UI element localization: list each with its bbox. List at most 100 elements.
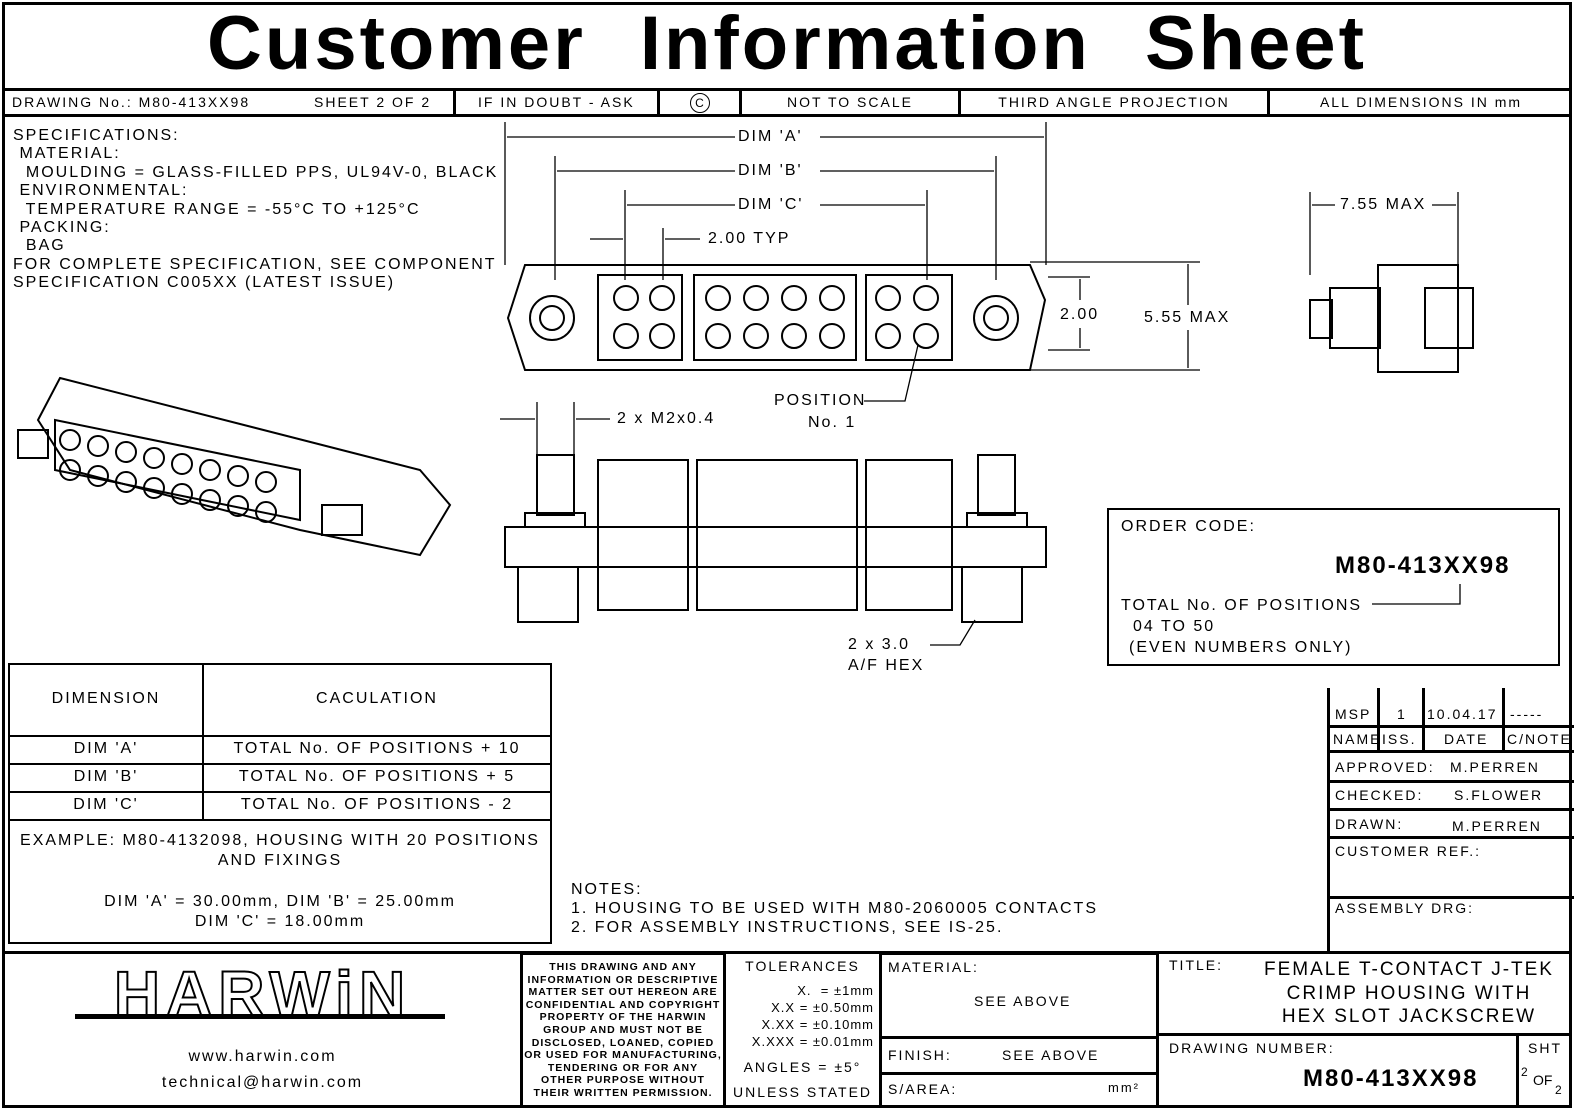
pitch-label: 2.00 TYP	[708, 230, 791, 247]
material-box: MATERIAL: SEE ABOVE FINISH: SEE ABOVE S/…	[879, 952, 1159, 1108]
tolerance-values: X. = ±1mm X.X = ±0.50mm X.XX = ±0.10mm X…	[751, 983, 874, 1049]
spec-line: ENVIRONMENTAL:	[13, 182, 189, 200]
notes-heading: NOTES:	[571, 881, 643, 898]
drawn-label: DRAWN:	[1335, 816, 1404, 832]
scale-cell: NOT TO SCALE	[742, 88, 961, 117]
checked-label: CHECKED:	[1335, 787, 1424, 803]
order-code-value: M80-413XX98	[1335, 552, 1511, 579]
title-label: TITLE:	[1169, 957, 1224, 973]
drawing-number-value: M80-413XX98	[1303, 1065, 1479, 1092]
assembly-drg-label: ASSEMBLY DRG:	[1335, 900, 1475, 916]
copyright-icon: C	[689, 93, 710, 113]
spec-line: MOULDING = GLASS-FILLED PPS, UL94V-0, BL…	[13, 163, 499, 181]
approved-label: APPROVED:	[1335, 759, 1435, 775]
sheet-number: SHEET 2 OF 2	[314, 94, 432, 110]
front-view	[506, 264, 1047, 371]
website-link[interactable]: www.harwin.com	[188, 1048, 337, 1065]
harwin-logo: HARWiN	[113, 958, 412, 1030]
table-cell: TOTAL No. OF POSITIONS - 2	[240, 796, 514, 813]
dim-b-label: DIM 'B'	[738, 162, 803, 179]
drawing-number-cell: DRAWING No.: M80-413XX98 SHEET 2 OF 2	[2, 88, 456, 117]
sheet-of: OF	[1533, 1072, 1553, 1088]
copyright-cell: C	[660, 88, 742, 117]
table-cell: TOTAL No. OF POSITIONS + 10	[233, 740, 521, 757]
customer-ref-label: CUSTOMER REF.:	[1335, 843, 1481, 859]
row-pitch-label: 2.00	[1060, 306, 1100, 323]
example-line: DIM 'A' = 30.00mm, DIM 'B' = 25.00mm	[104, 893, 456, 910]
hex-label: 2 x 3.0	[848, 636, 911, 653]
spec-line: PACKING:	[13, 218, 111, 236]
surface-area-label: S/AREA:	[888, 1081, 958, 1097]
hex-af-label: A/F HEX	[848, 657, 925, 674]
rev-header-cnote: C/NOTE	[1507, 731, 1572, 747]
sheet-current: 2	[1521, 1065, 1528, 1079]
order-positions-range: 04 TO 50	[1133, 618, 1216, 635]
order-code-label: ORDER CODE:	[1121, 518, 1256, 535]
drawing-number-label: DRAWING NUMBER:	[1169, 1040, 1335, 1056]
logo-underline	[75, 1014, 445, 1019]
order-code-box: ORDER CODE: M80-413XX98 TOTAL No. OF POS…	[1107, 508, 1560, 666]
order-positions-label: TOTAL No. OF POSITIONS	[1121, 597, 1363, 614]
order-positions-note: (EVEN NUMBERS ONLY)	[1129, 639, 1353, 656]
dimension-table: DIMENSION CACULATION DIM 'A' TOTAL No. O…	[8, 663, 552, 944]
spec-line: SPECIFICATIONS:	[13, 127, 180, 144]
surface-area-unit: mm²	[1108, 1080, 1140, 1095]
table-cell: TOTAL No. OF POSITIONS + 5	[238, 768, 516, 785]
column-header-calculation: CACULATION	[316, 690, 438, 707]
rev-header-name: NAME	[1333, 731, 1382, 747]
isometric-view	[17, 376, 452, 557]
rev-name: MSP	[1335, 706, 1372, 722]
email-link[interactable]: technical@harwin.com	[161, 1074, 364, 1091]
example-line: EXAMPLE: M80-4132098, HOUSING WITH 20 PO…	[20, 832, 540, 849]
spec-line: FOR COMPLETE SPECIFICATION, SEE COMPONEN…	[13, 255, 497, 273]
screw-label: 2 x M2x0.4	[617, 410, 716, 427]
bottom-view	[504, 454, 1047, 623]
specifications: SPECIFICATIONS: MATERIAL: MOULDING = GLA…	[13, 127, 498, 293]
dimension-lines	[500, 122, 1461, 646]
unless-stated: UNLESS STATED	[732, 1084, 873, 1100]
note-line: 1. HOUSING TO BE USED WITH M80-2060005 C…	[571, 900, 1098, 917]
spec-line: MATERIAL:	[13, 145, 121, 163]
drawing-number: DRAWING No.: M80-413XX98	[12, 94, 251, 110]
note-line: 2. FOR ASSEMBLY INSTRUCTIONS, SEE IS-25.	[571, 919, 1004, 936]
rev-date: 10.04.17	[1427, 706, 1498, 722]
disclaimer-text: THIS DRAWING AND ANY INFORMATION OR DESC…	[524, 961, 722, 1099]
projection-cell: THIRD ANGLE PROJECTION	[961, 88, 1270, 117]
rev-cnote: -----	[1510, 706, 1544, 722]
dim-a-label: DIM 'A'	[738, 128, 803, 145]
angle-tolerance: ANGLES = ±5°	[743, 1059, 862, 1075]
example-line: DIM 'C' = 18.00mm	[194, 913, 366, 930]
finish-label: FINISH:	[888, 1047, 952, 1063]
rev-issue: 1	[1397, 706, 1407, 722]
material-label: MATERIAL:	[888, 959, 979, 975]
drawing-title: FEMALE T-CONTACT J-TEK CRIMP HOUSING WIT…	[1264, 959, 1554, 1027]
approved-value: M.PERREN	[1450, 759, 1540, 775]
side-view	[1309, 264, 1474, 373]
units-cell: ALL DIMENSIONS IN mm	[1270, 88, 1572, 117]
disclaimer-box: THIS DRAWING AND ANY INFORMATION OR DESC…	[520, 952, 726, 1108]
rev-header-date: DATE	[1444, 731, 1489, 747]
sheet-total: 2	[1555, 1083, 1562, 1097]
table-cell: DIM 'C'	[73, 796, 139, 813]
table-cell: DIM 'B'	[73, 768, 139, 785]
position-label: POSITION	[774, 392, 867, 409]
sheet-label: SHT	[1528, 1040, 1562, 1056]
title-block: TITLE: FEMALE T-CONTACT J-TEK CRIMP HOUS…	[1159, 952, 1572, 1108]
example-line: AND FIXINGS	[217, 852, 343, 869]
page-title: Customer Information Sheet	[207, 1, 1367, 86]
position-no-label: No. 1	[808, 414, 857, 431]
height-label: 5.55 MAX	[1144, 309, 1231, 326]
table-cell: DIM 'A'	[73, 740, 139, 757]
rev-header-iss: ISS.	[1382, 731, 1417, 747]
spec-line: BAG	[13, 237, 66, 255]
tolerances-box: TOLERANCES X. = ±1mm X.X = ±0.50mm X.XX …	[726, 952, 879, 1108]
revision-block: MSP 1 10.04.17 ----- NAME ISS. DATE C/NO…	[1327, 688, 1574, 952]
material-value: SEE ABOVE	[974, 993, 1072, 1009]
spec-line: TEMPERATURE RANGE = -55°C TO +125°C	[13, 200, 421, 218]
checked-value: S.FLOWER	[1454, 787, 1544, 803]
finish-value: SEE ABOVE	[1002, 1047, 1100, 1063]
drawn-value: M.PERREN	[1452, 818, 1542, 834]
spec-line: SPECIFICATION C005XX (LATEST ISSUE)	[13, 274, 396, 292]
